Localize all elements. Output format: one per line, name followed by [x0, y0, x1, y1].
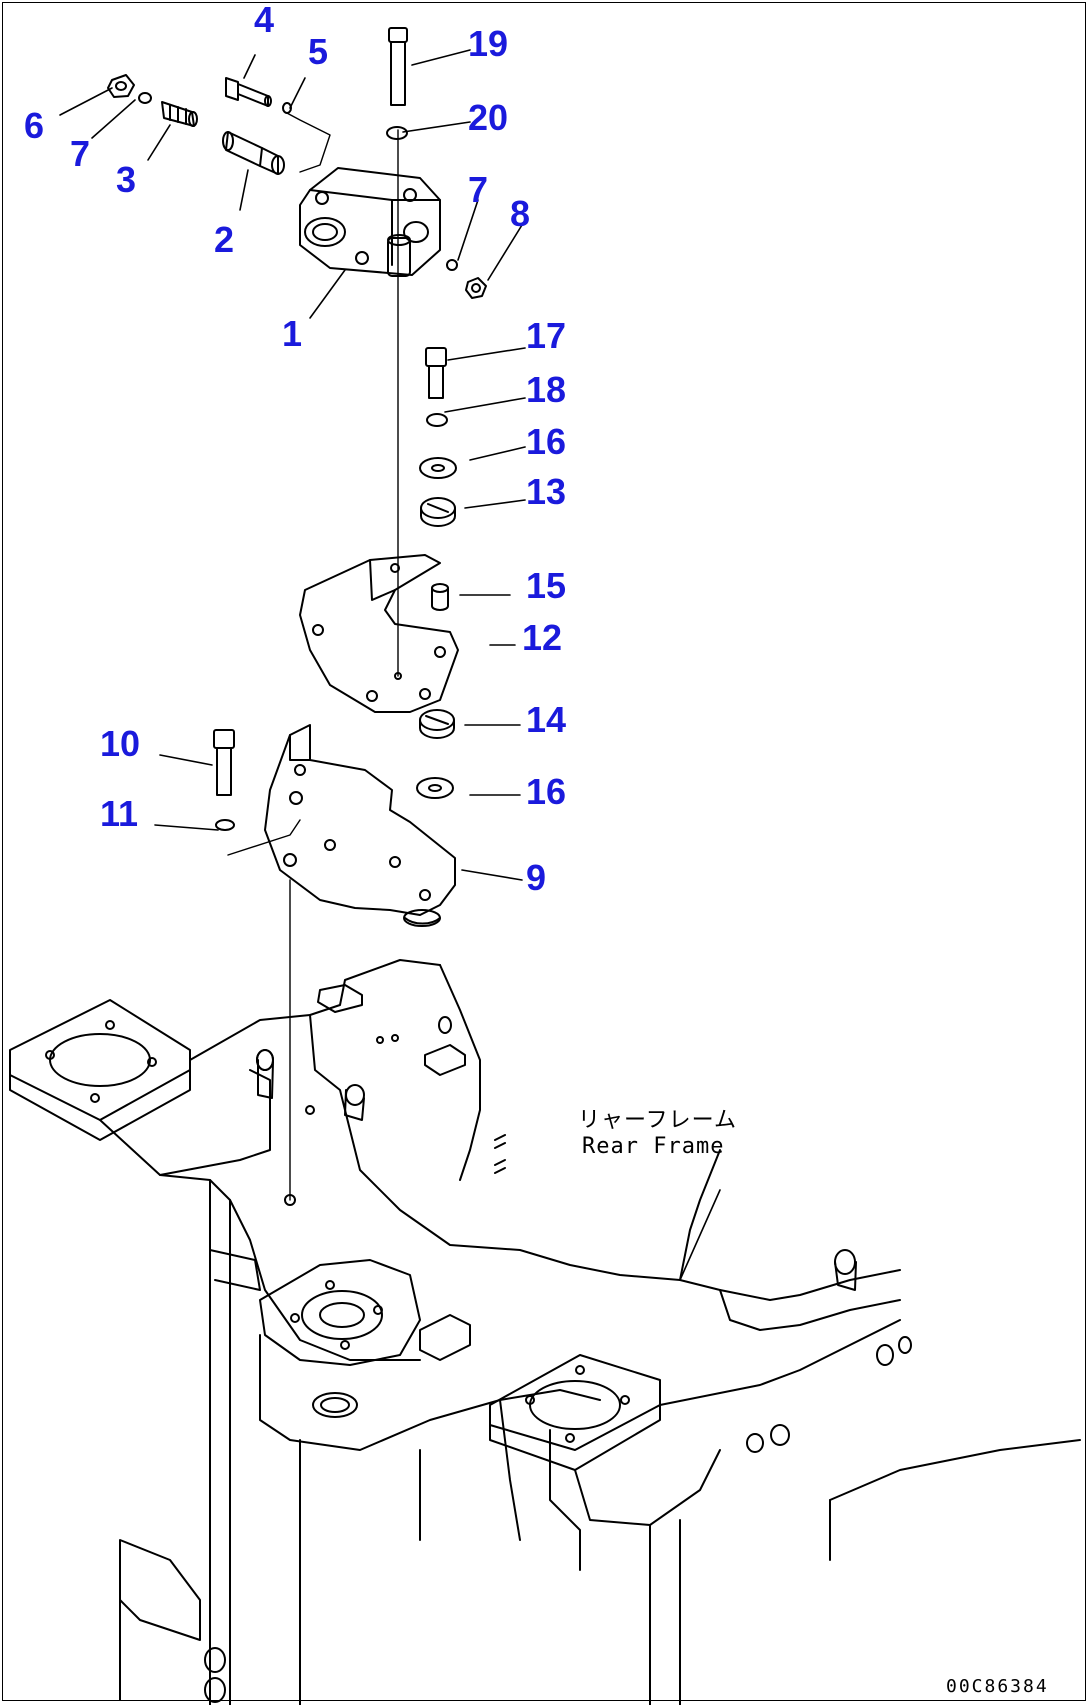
leader-lines	[59, 49, 526, 881]
rear-frame-label-jp: リャーフレーム	[578, 1108, 738, 1133]
callout-12: 12	[522, 617, 563, 658]
part-5-washer	[282, 102, 292, 114]
callout-15: 15	[526, 565, 567, 606]
callout-3: 3	[116, 159, 137, 200]
callout-7-right: 7	[468, 169, 489, 210]
part-7-washer-left	[138, 92, 152, 104]
part-2-pin	[222, 131, 285, 175]
part-18-washer	[426, 413, 448, 427]
part-1-valve-body	[299, 167, 441, 277]
callout-6: 6	[24, 105, 45, 146]
part-16-washer-upper	[419, 457, 457, 479]
part-20-washer	[386, 126, 408, 140]
callout-17: 17	[526, 315, 567, 356]
part-10-bolt	[213, 729, 235, 796]
callout-10: 10	[100, 723, 141, 764]
part-8-nut	[465, 277, 487, 299]
part-11-washer	[215, 819, 235, 831]
callout-2: 2	[214, 219, 235, 260]
callout-11: 11	[100, 793, 139, 834]
part-6-nut	[107, 74, 135, 98]
drawing-code: 00C86384	[946, 1676, 1049, 1697]
part-9-mounting-plate	[264, 724, 456, 927]
callout-5: 5	[308, 31, 329, 72]
part-17-bolt	[425, 347, 447, 399]
callout-7-left: 7	[70, 133, 91, 174]
part-7-washer-right	[446, 259, 458, 271]
part-12-bracket	[299, 554, 459, 713]
callout-1: 1	[282, 313, 303, 354]
part-19-bolt	[388, 27, 408, 106]
callout-16-upper: 16	[526, 421, 567, 462]
frame-label-leader	[679, 1189, 721, 1281]
callout-19: 19	[468, 23, 509, 64]
assembly-axis-lines	[227, 111, 399, 1201]
part-3-spring	[161, 101, 198, 127]
rear-frame	[9, 959, 1081, 1705]
part-4-bolt	[225, 77, 272, 107]
rear-frame-label-en: Rear Frame	[582, 1134, 725, 1159]
callout-14: 14	[526, 699, 567, 740]
callout-20: 20	[468, 97, 509, 138]
callout-16-lower: 16	[526, 771, 567, 812]
callout-9: 9	[526, 857, 547, 898]
callout-18: 18	[526, 369, 567, 410]
part-14-rubber-mount	[419, 709, 455, 739]
callout-13: 13	[526, 471, 567, 512]
part-16-washer-lower	[416, 777, 454, 799]
part-15-sleeve	[431, 583, 449, 611]
part-13-rubber-mount	[420, 497, 456, 527]
callout-8: 8	[510, 193, 531, 234]
callout-4: 4	[254, 0, 275, 40]
